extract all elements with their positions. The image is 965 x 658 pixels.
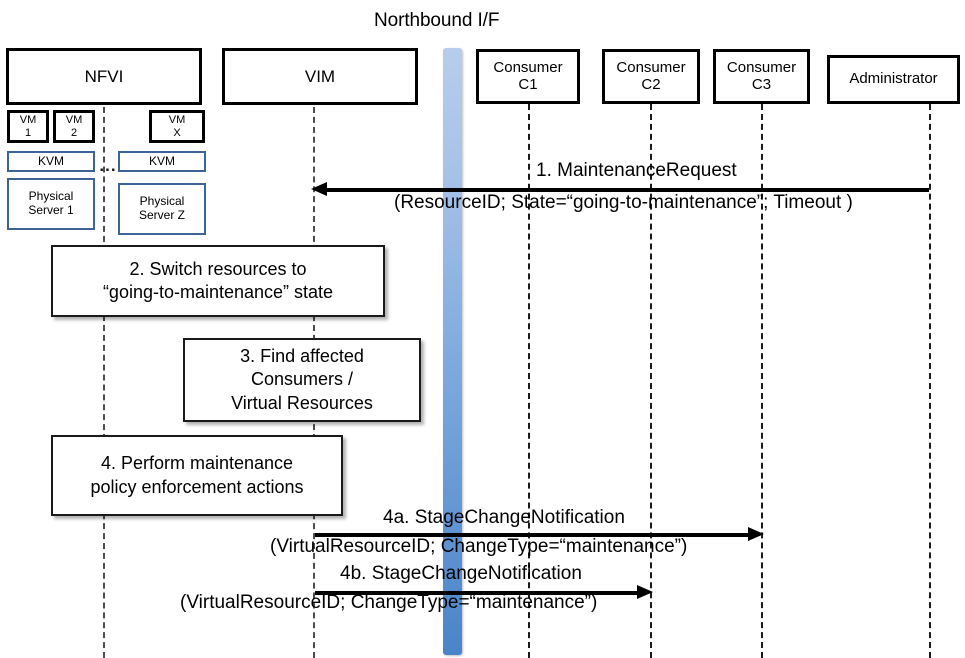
consumer-c2-line2: C2 bbox=[641, 75, 661, 93]
message-title-msg4b: 4b. StageChangeNotification bbox=[340, 563, 582, 584]
physical-server-box-1[interactable]: Physical Server 1 bbox=[7, 178, 95, 230]
message-line-msg1 bbox=[318, 188, 929, 192]
vm-1-line1: VM bbox=[19, 114, 37, 127]
vm-box-1[interactable]: VM 1 bbox=[7, 110, 49, 143]
lifeline-administrator bbox=[929, 104, 931, 658]
step4-line1: 4. Perform maintenance bbox=[100, 453, 294, 474]
process-box-step2[interactable]: 2. Switch resources to “going-to-mainten… bbox=[51, 245, 385, 317]
message-params-msg4b: (VirtualResourceID; ChangeType=“maintena… bbox=[180, 592, 598, 613]
actor-label-consumer-c3: Consumer C3 bbox=[726, 58, 797, 94]
lifeline-consumer-c3 bbox=[761, 104, 763, 658]
consumer-c1-line1: Consumer bbox=[493, 58, 563, 76]
actor-box-nfvi[interactable]: NFVI bbox=[6, 48, 202, 105]
actor-label-nfvi: NFVI bbox=[84, 66, 124, 86]
lifeline-consumer-c2 bbox=[650, 104, 652, 658]
process-step4-label: 4. Perform maintenance policy enforcemen… bbox=[90, 452, 303, 498]
step4-line2: policy enforcement actions bbox=[90, 476, 304, 497]
message-line-msg4a bbox=[315, 533, 752, 537]
arrowhead-msg4b bbox=[637, 585, 653, 599]
message-title-msg4a: 4a. StageChangeNotification bbox=[383, 507, 625, 528]
lifeline-nfvi bbox=[103, 107, 105, 658]
kvm-1-label: KVM bbox=[37, 153, 64, 168]
actor-box-consumer-c2[interactable]: Consumer C2 bbox=[602, 49, 700, 104]
vm-1-line2: 1 bbox=[24, 126, 32, 139]
message-params-msg4a: (VirtualResourceID; ChangeType=“maintena… bbox=[270, 536, 688, 557]
consumer-c3-line2: C3 bbox=[751, 75, 772, 93]
physical-server-z-label: Physical Server Z bbox=[138, 194, 185, 223]
process-step3-label: 3. Find affected Consumers / Virtual Res… bbox=[231, 345, 373, 414]
actor-label-vim: VIM bbox=[304, 66, 336, 86]
actor-label-consumer-c2: Consumer C2 bbox=[616, 58, 686, 94]
consumer-c3-line1: Consumer bbox=[726, 58, 797, 76]
message-line-msg4b bbox=[315, 591, 642, 595]
actor-box-administrator[interactable]: Administrator bbox=[827, 55, 960, 104]
arrowhead-msg4a bbox=[748, 527, 764, 541]
lifeline-consumer-c1 bbox=[528, 104, 530, 658]
physical-server-box-z[interactable]: Physical Server Z bbox=[118, 183, 206, 235]
actor-box-consumer-c1[interactable]: Consumer C1 bbox=[476, 49, 580, 104]
kvm-box-2[interactable]: KVM bbox=[118, 151, 206, 172]
step2-line1: 2. Switch resources to bbox=[129, 258, 307, 279]
physical-server-1-line2: Server 1 bbox=[28, 203, 74, 217]
vm-2-line2: 2 bbox=[70, 126, 78, 139]
vm-1-label: VM 1 bbox=[20, 114, 37, 138]
step3-line1: 3. Find affected bbox=[240, 346, 364, 367]
step3-line3: Virtual Resources bbox=[231, 392, 373, 413]
process-step2-label: 2. Switch resources to “going-to-mainten… bbox=[103, 258, 333, 304]
vm-2-line1: VM bbox=[65, 114, 83, 127]
vm-2-label: VM 2 bbox=[66, 114, 83, 138]
process-box-step4[interactable]: 4. Perform maintenance policy enforcemen… bbox=[51, 435, 343, 516]
northbound-interface-title: Northbound I/F bbox=[374, 10, 500, 31]
message-title-msg1: 1. MaintenanceRequest bbox=[536, 160, 737, 181]
infrastructure-ellipsis: ... bbox=[99, 156, 117, 175]
message-params-msg1: (ResourceID; State=“going-to-maintenance… bbox=[394, 192, 853, 213]
physical-server-z-line1: Physical bbox=[139, 194, 185, 209]
consumer-c1-line2: C1 bbox=[518, 75, 538, 93]
step2-line2: “going-to-maintenance” state bbox=[102, 282, 334, 302]
vm-x-line1: VM bbox=[168, 114, 186, 127]
actor-label-consumer-c1: Consumer C1 bbox=[493, 58, 563, 94]
actor-label-administrator: Administrator bbox=[849, 70, 938, 88]
northbound-interface-bar bbox=[443, 48, 462, 655]
physical-server-z-line2: Server Z bbox=[138, 208, 185, 222]
consumer-c2-line1: Consumer bbox=[616, 58, 686, 76]
actor-box-consumer-c3[interactable]: Consumer C3 bbox=[713, 49, 810, 104]
vm-box-2[interactable]: VM 2 bbox=[53, 110, 95, 143]
kvm-box-1[interactable]: KVM bbox=[7, 151, 95, 172]
step3-line2: Consumers / bbox=[250, 369, 354, 390]
process-box-step3[interactable]: 3. Find affected Consumers / Virtual Res… bbox=[183, 338, 421, 422]
arrowhead-msg1 bbox=[311, 182, 327, 196]
vm-box-x[interactable]: VM X bbox=[149, 110, 205, 143]
vm-x-line2: X bbox=[173, 126, 181, 139]
physical-server-1-line1: Physical bbox=[28, 189, 74, 204]
vm-x-label: VM X bbox=[169, 114, 186, 138]
actor-box-vim[interactable]: VIM bbox=[222, 48, 418, 105]
physical-server-1-label: Physical Server 1 bbox=[28, 189, 74, 218]
kvm-2-label: KVM bbox=[148, 153, 175, 168]
